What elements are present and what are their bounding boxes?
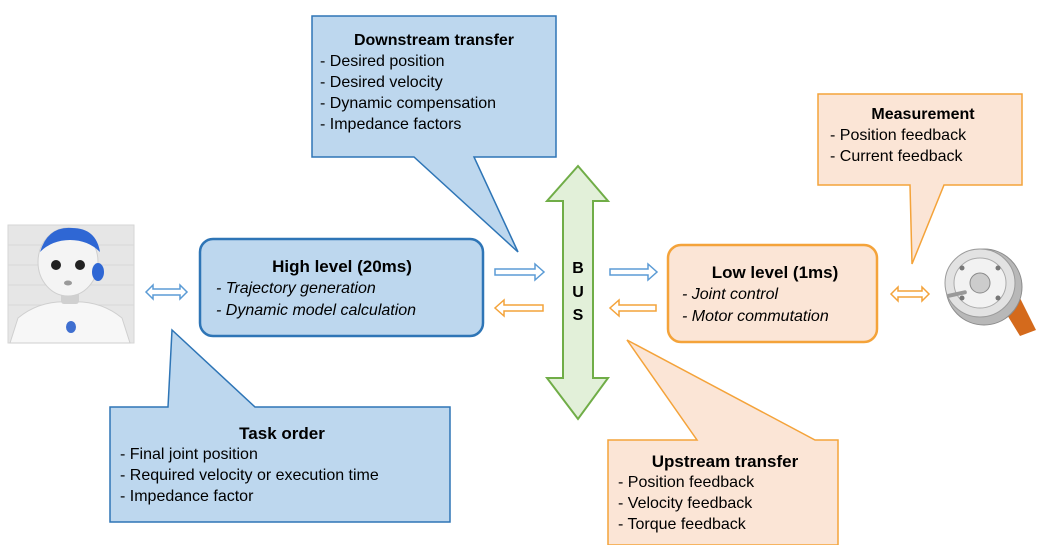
task-order-title: Task order	[239, 424, 325, 443]
upstream-text: Upstream transfer - Position feedback - …	[618, 451, 832, 535]
downstream-item: - Dynamic compensation	[320, 95, 497, 112]
robot-highlevel-arrow	[144, 283, 189, 301]
task-order-text: Task order - Final joint position - Requ…	[120, 423, 444, 507]
low-level-text: Low level (1ms) - Joint control - Motor …	[678, 262, 872, 328]
low-level-title: Low level (1ms)	[711, 263, 839, 282]
bus-arrow	[544, 164, 611, 421]
robot-image	[7, 224, 135, 344]
lowlevel-to-bus-arrow	[608, 298, 657, 318]
upstream-item: - Velocity feedback	[618, 495, 753, 512]
highlevel-to-bus-arrow	[494, 262, 546, 282]
high-level-title: High level (20ms)	[272, 257, 412, 276]
low-level-item: - Joint control	[682, 286, 779, 303]
measurement-item: - Current feedback	[830, 148, 963, 165]
low-level-item: - Motor commutation	[682, 308, 829, 325]
bus-letter-b: B	[572, 260, 584, 277]
upstream-item: - Torque feedback	[618, 516, 746, 533]
high-level-box	[198, 237, 485, 338]
downstream-callout	[311, 15, 557, 253]
task-order-item: - Impedance factor	[120, 488, 254, 505]
motor-image	[944, 248, 1036, 336]
measurement-item: - Position feedback	[830, 127, 967, 144]
high-level-text: High level (20ms) - Trajectory generatio…	[212, 256, 472, 322]
measurement-title: Measurement	[871, 106, 975, 123]
low-level-box	[666, 243, 879, 344]
lowlevel-motor-arrow	[889, 285, 931, 303]
task-order-item: - Final joint position	[120, 446, 258, 463]
bus-to-lowlevel-arrow	[609, 262, 659, 282]
measurement-text: Measurement - Position feedback - Curren…	[830, 104, 1016, 167]
high-level-item: - Trajectory generation	[216, 280, 376, 297]
upstream-item: - Position feedback	[618, 474, 755, 491]
high-level-item: - Dynamic model calculation	[216, 302, 417, 319]
upstream-title: Upstream transfer	[651, 452, 799, 471]
downstream-item: - Desired velocity	[320, 74, 443, 91]
bus-letter-u: U	[572, 284, 584, 301]
downstream-title: Downstream transfer	[353, 32, 515, 49]
upstream-callout	[607, 339, 839, 545]
bus-to-highlevel-arrow	[493, 298, 544, 318]
downstream-text: Downstream transfer - Desired position -…	[320, 30, 548, 135]
downstream-item: - Impedance factors	[320, 116, 462, 133]
bus-letter-s: S	[572, 307, 584, 324]
measurement-callout	[817, 93, 1023, 265]
downstream-item: - Desired position	[320, 53, 445, 70]
task-order-item: - Required velocity or execution time	[120, 467, 379, 484]
task-order-callout	[109, 328, 451, 523]
